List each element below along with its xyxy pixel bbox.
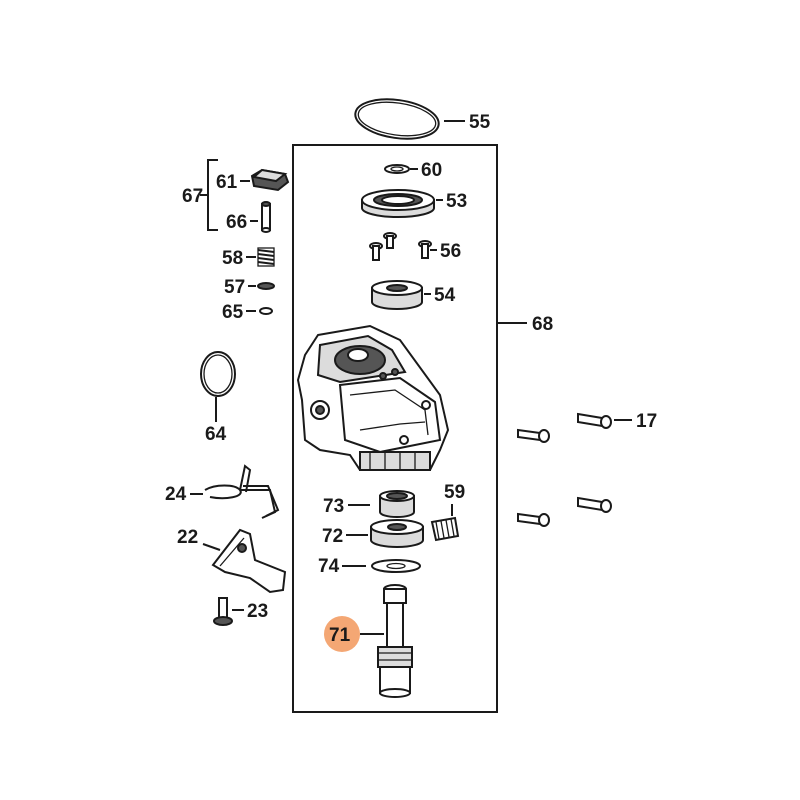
- label-72: 72: [322, 526, 343, 547]
- label-22: 22: [177, 527, 198, 548]
- label-65: 65: [222, 302, 244, 323]
- label-61: 61: [216, 172, 238, 193]
- bracket-67: [207, 159, 218, 231]
- highlight-marker-71: [324, 616, 360, 652]
- label-74: 74: [318, 556, 340, 577]
- label-54: 54: [434, 285, 456, 306]
- part-66-brush-holder: [261, 201, 271, 233]
- label-71: 71: [329, 625, 351, 646]
- label-17: 17: [636, 411, 657, 432]
- label-66: 66: [226, 212, 247, 233]
- label-53: 53: [446, 191, 467, 212]
- part-58-spring: [257, 247, 275, 267]
- part-23-screw: [213, 597, 233, 626]
- label-55: 55: [469, 112, 491, 133]
- part-55-o-ring: [354, 98, 440, 140]
- part-71-spindle: [377, 584, 413, 698]
- label-58: 58: [222, 248, 243, 269]
- label-64: 64: [205, 424, 227, 445]
- part-22-lever: [211, 528, 287, 594]
- part-56-screws: [369, 232, 432, 261]
- part-73-bearing: [379, 490, 415, 518]
- label-68: 68: [532, 314, 553, 335]
- part-64-o-ring: [200, 351, 236, 397]
- label-24: 24: [165, 484, 187, 505]
- part-54-bushing: [371, 280, 423, 310]
- part-60-small-ring: [384, 164, 410, 174]
- label-56: 56: [440, 241, 461, 262]
- part-59-needle-cage: [430, 516, 460, 542]
- part-65-ring: [259, 307, 273, 315]
- label-67: 67: [182, 186, 203, 207]
- label-60: 60: [421, 160, 442, 181]
- part-72-bushing: [370, 519, 424, 548]
- label-73: 73: [323, 496, 344, 517]
- part-57-washer: [257, 282, 275, 290]
- label-23: 23: [247, 601, 268, 622]
- part-24-spring-clip: [204, 464, 280, 519]
- label-57: 57: [224, 277, 245, 298]
- part-74-washer: [371, 559, 421, 573]
- part-gear-housing: [296, 324, 450, 471]
- part-17-screws: [517, 412, 612, 527]
- part-61-brush: [250, 168, 290, 192]
- assembly-box: [292, 144, 498, 713]
- part-53-bearing: [361, 189, 435, 218]
- label-59: 59: [444, 482, 465, 503]
